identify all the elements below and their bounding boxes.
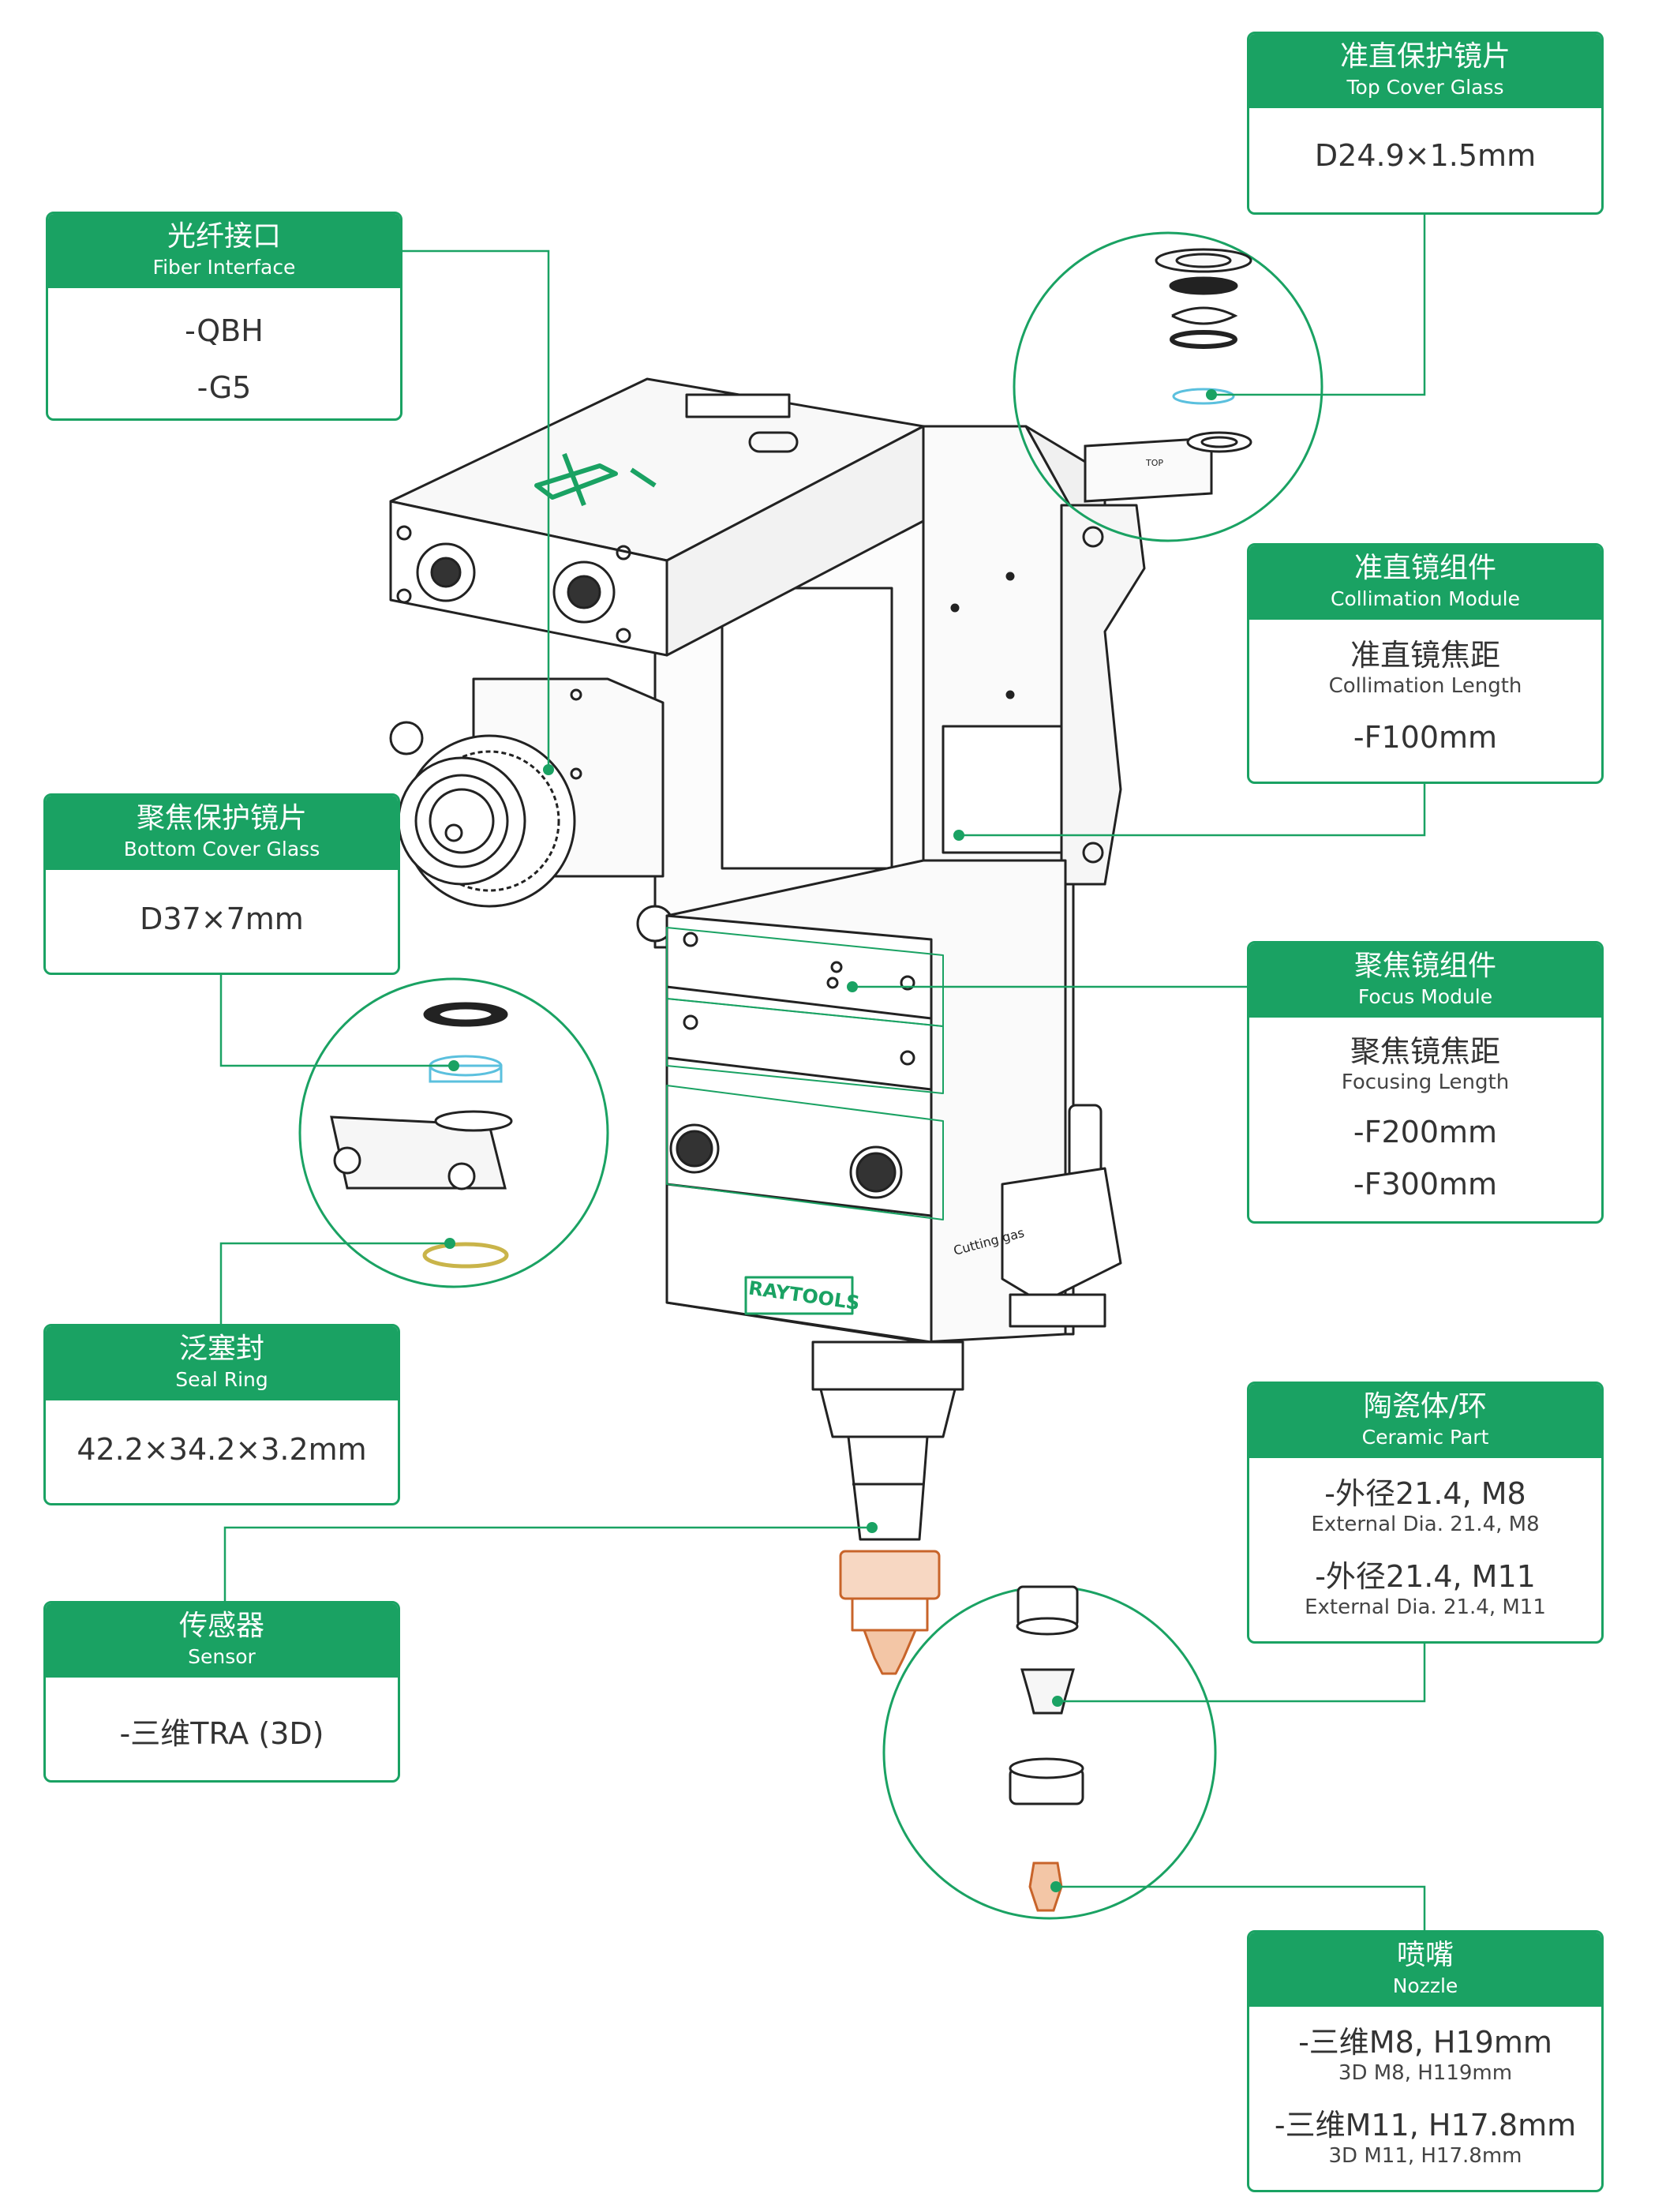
leader-bottom-cover-glass — [219, 971, 454, 1067]
nozzle-m8-zh: -三维M8, H19mm — [1298, 2025, 1552, 2060]
nozzle-assembly — [811, 1340, 964, 1541]
spec-value: D37×7mm — [140, 902, 304, 936]
leader-sensor — [223, 1526, 872, 1603]
title-zh: 聚焦镜组件 — [1353, 950, 1496, 982]
raytools-logo-plate — [744, 1276, 854, 1315]
title-en: Seal Ring — [175, 1368, 268, 1391]
qbh-mount — [389, 677, 674, 943]
card-seal-ring: 泛塞封 Seal Ring 42.2×34.2×3.2mm — [43, 1324, 400, 1505]
card-nozzle: 喷嘴 Nozzle -三维M8, H19mm 3D M8, H119mm -三维… — [1247, 1930, 1604, 2192]
spec-value-g5: -G5 — [197, 370, 252, 405]
card-bottom-cover-glass: 聚焦保护镜片 Bottom Cover Glass D37×7mm — [43, 793, 400, 975]
title-zh: 陶瓷体/环 — [1363, 1390, 1488, 1423]
ceramic-m11-en: External Dia. 21.4, M11 — [1305, 1595, 1546, 1619]
card-ceramic-part: 陶瓷体/环 Ceramic Part -外径21.4, M8 External … — [1247, 1382, 1604, 1644]
sub-title-en: Collimation Length — [1328, 674, 1522, 698]
title-en: Fiber Interface — [152, 256, 296, 279]
card-header: 准直镜组件 Collimation Module — [1249, 546, 1601, 620]
card-header: 光纤接口 Fiber Interface — [48, 214, 400, 288]
bottom-glass-detail-circle — [298, 977, 609, 1288]
card-header: 准直保护镜片 Top Cover Glass — [1249, 34, 1601, 108]
card-header: 喷嘴 Nozzle — [1249, 1933, 1601, 2007]
title-en: Bottom Cover Glass — [123, 838, 320, 860]
card-header: 泛塞封 Seal Ring — [46, 1326, 398, 1400]
ceramic-m11-zh: -外径21.4, M11 — [1315, 1559, 1536, 1594]
sub-title-en: Focusing Length — [1341, 1070, 1510, 1094]
sub-title-zh: 准直镜焦距 — [1350, 638, 1500, 673]
title-en: Nozzle — [1392, 1974, 1458, 1997]
title-en: Collimation Module — [1330, 587, 1520, 610]
title-zh: 准直镜组件 — [1353, 552, 1496, 584]
title-en: Sensor — [188, 1645, 256, 1668]
card-header: 传感器 Sensor — [46, 1603, 398, 1678]
spec-value-f200: -F200mm — [1353, 1115, 1498, 1149]
nozzle-m11-en: 3D M11, H17.8mm — [1328, 2144, 1522, 2168]
card-focus-module: 聚焦镜组件 Focus Module 聚焦镜焦距 Focusing Length… — [1247, 941, 1604, 1224]
focus-body — [665, 859, 1122, 1344]
spec-value: -F100mm — [1353, 720, 1498, 755]
card-top-cover-glass: 准直保护镜片 Top Cover Glass D24.9×1.5mm — [1247, 32, 1604, 215]
leader-nozzle — [1056, 1885, 1426, 1933]
leader-fiber-interface — [401, 249, 550, 770]
nozzle-m11-zh: -三维M11, H17.8mm — [1274, 2108, 1577, 2143]
card-collimation-module: 准直镜组件 Collimation Module 准直镜焦距 Collimati… — [1247, 543, 1604, 784]
spec-value-f300: -F300mm — [1353, 1167, 1498, 1202]
spec-value: -三维TRA (3D) — [119, 1716, 324, 1751]
ceramic-m8-zh: -外径21.4, M8 — [1324, 1476, 1526, 1511]
title-zh: 聚焦保护镜片 — [136, 802, 307, 834]
spec-value: 42.2×34.2×3.2mm — [77, 1432, 367, 1467]
title-zh: 准直保护镜片 — [1339, 40, 1511, 73]
nozzle-tip — [863, 1629, 917, 1675]
ceramic-part — [839, 1550, 941, 1632]
spec-value-qbh: -QBH — [185, 313, 264, 348]
top-label: TOP — [1145, 458, 1163, 468]
leader-collimation — [959, 782, 1426, 837]
card-sensor: 传感器 Sensor -三维TRA (3D) — [43, 1601, 400, 1783]
title-en: Ceramic Part — [1361, 1426, 1489, 1449]
nozzle-m8-en: 3D M8, H119mm — [1338, 2061, 1513, 2085]
title-en: Top Cover Glass — [1346, 76, 1504, 99]
leader-ceramic — [1058, 1642, 1426, 1703]
spec-value: D24.9×1.5mm — [1314, 138, 1537, 173]
title-en: Focus Module — [1357, 985, 1493, 1008]
fiber-box — [389, 377, 925, 657]
card-header: 聚焦保护镜片 Bottom Cover Glass — [46, 796, 398, 870]
title-zh: 传感器 — [178, 1610, 264, 1642]
top-glass-detail-circle — [1013, 231, 1323, 542]
card-header: 聚焦镜组件 Focus Module — [1249, 943, 1601, 1018]
leader-top-cover-glass — [1211, 213, 1426, 396]
sub-title-zh: 聚焦镜焦距 — [1350, 1034, 1500, 1069]
title-zh: 泛塞封 — [178, 1333, 264, 1365]
card-header: 陶瓷体/环 Ceramic Part — [1249, 1384, 1601, 1458]
leader-seal-ring — [219, 1242, 450, 1326]
card-fiber-interface: 光纤接口 Fiber Interface -QBH -G5 — [46, 212, 402, 421]
ceramic-m8-en: External Dia. 21.4, M8 — [1311, 1513, 1540, 1536]
title-zh: 喷嘴 — [1396, 1939, 1454, 1971]
title-zh: 光纤接口 — [167, 220, 281, 253]
